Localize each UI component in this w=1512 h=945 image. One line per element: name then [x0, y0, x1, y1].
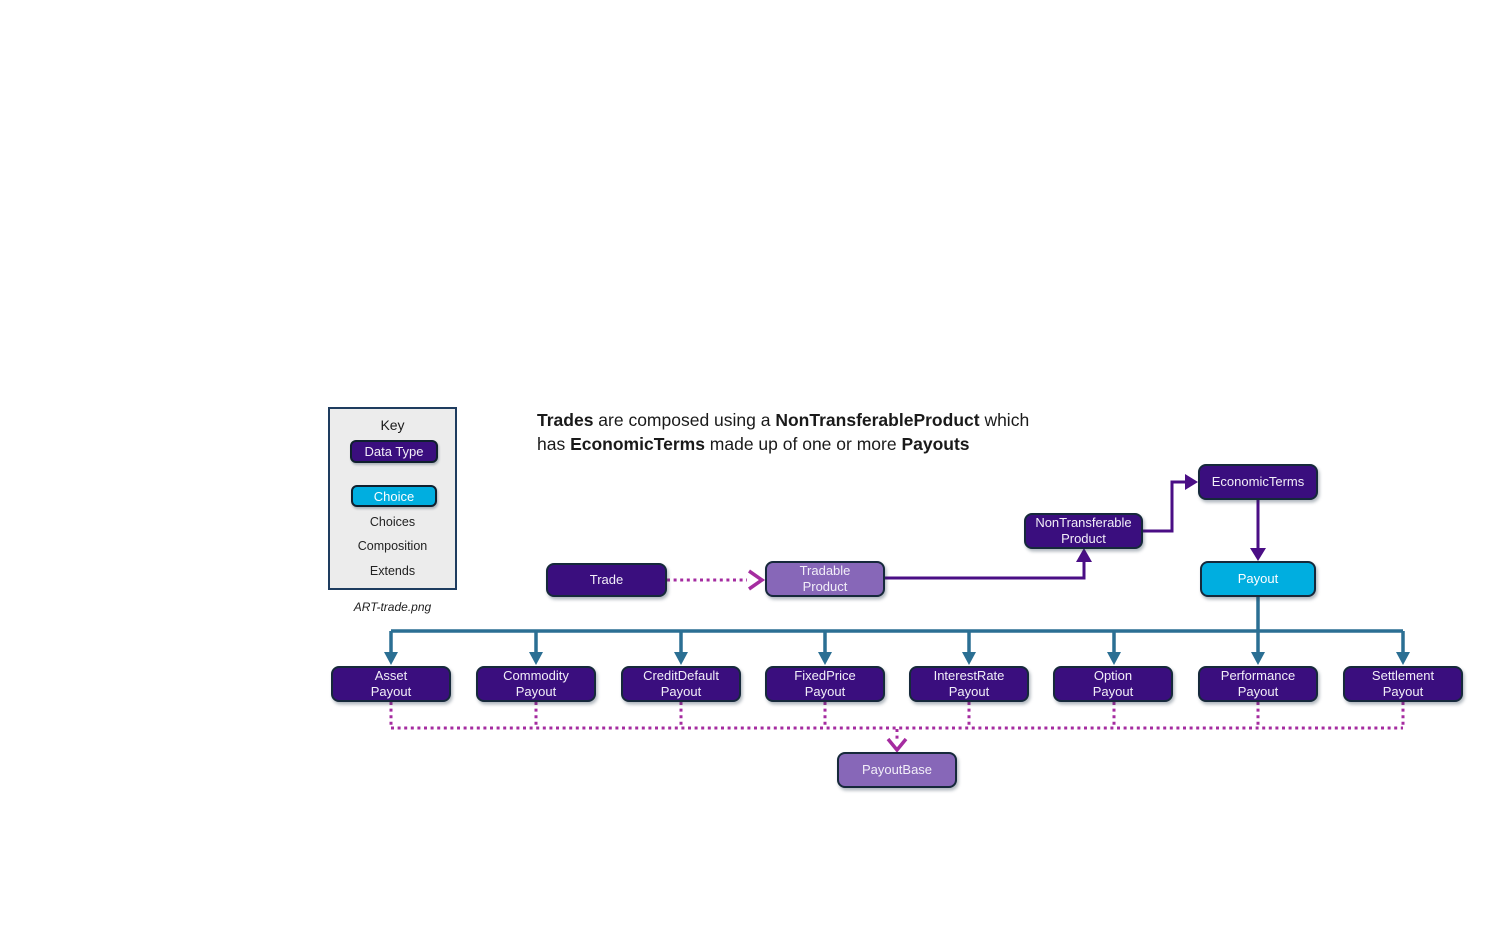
heading-segment: which has [537, 410, 1030, 454]
heading-segment: are composed using a [593, 410, 776, 430]
heading-segment: Trades [537, 410, 594, 430]
node-non-transferable-product: NonTransferable Product [1024, 513, 1143, 549]
heading-segment: NonTransferableProduct [775, 410, 980, 430]
node-trade: Trade [546, 563, 667, 597]
node-performance-payout: Performance Payout [1198, 666, 1318, 702]
key-choices-label: Choices [369, 515, 416, 529]
heading-segment: Payouts [901, 433, 970, 454]
key-caption: ART-trade.png [353, 600, 432, 614]
node-fixed-price-payout: FixedPrice Payout [765, 666, 885, 702]
node-credit-default-payout: CreditDefault Payout [621, 666, 741, 702]
node-commodity-payout: Commodity Payout [476, 666, 596, 702]
heading-segment: EconomicTerms [570, 433, 705, 454]
node-asset-payout: Asset Payout [331, 666, 451, 702]
node-interest-rate-payout: InterestRate Payout [909, 666, 1029, 702]
key-panel: Key Data Type Choice Choices Composition… [328, 407, 457, 590]
page-title: Trades are composed using a NonTransfera… [537, 409, 1052, 456]
key-title: Key [380, 417, 405, 433]
node-option-payout: Option Payout [1053, 666, 1173, 702]
node-settlement-payout: Settlement Payout [1343, 666, 1463, 702]
node-tradable-product: Tradable Product [765, 561, 885, 597]
choices-edges [384, 597, 1410, 665]
key-data-type-chip: Data Type [350, 440, 438, 463]
key-extends-label: Extends [369, 564, 416, 578]
node-economic-terms: EconomicTerms [1198, 464, 1318, 500]
node-payout: Payout [1200, 561, 1316, 597]
key-composition-label: Composition [357, 539, 428, 553]
extends-edges [389, 569, 1405, 753]
heading-segment: made up of one or more [704, 433, 902, 454]
key-choice-chip: Choice [351, 485, 437, 507]
node-payout-base: PayoutBase [837, 752, 957, 788]
